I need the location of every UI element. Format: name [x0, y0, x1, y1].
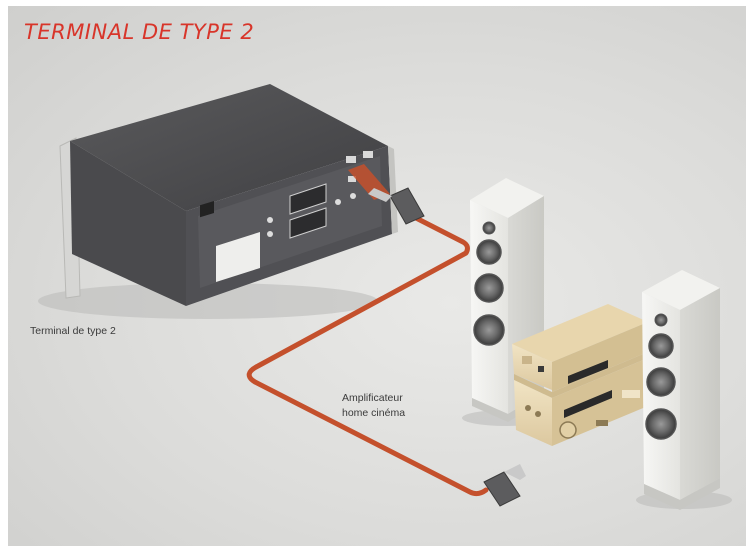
amplifier-label: Amplificateur home cinéma	[342, 391, 405, 421]
diagram-frame: TERMINAL DE TYPE 2 Terminal de type 2 Am…	[8, 6, 746, 546]
amplifier-label-line2: home cinéma	[342, 407, 406, 419]
amplifier-label-line1: Amplificateur	[342, 392, 403, 404]
diagram-title: TERMINAL DE TYPE 2	[24, 20, 255, 44]
right-speaker	[636, 270, 732, 510]
terminal-device	[38, 84, 398, 319]
terminal-label: Terminal de type 2	[30, 325, 116, 337]
optical-cable	[246, 187, 526, 507]
connection-illustration	[38, 84, 732, 510]
home-cinema-amplifier	[512, 304, 648, 446]
